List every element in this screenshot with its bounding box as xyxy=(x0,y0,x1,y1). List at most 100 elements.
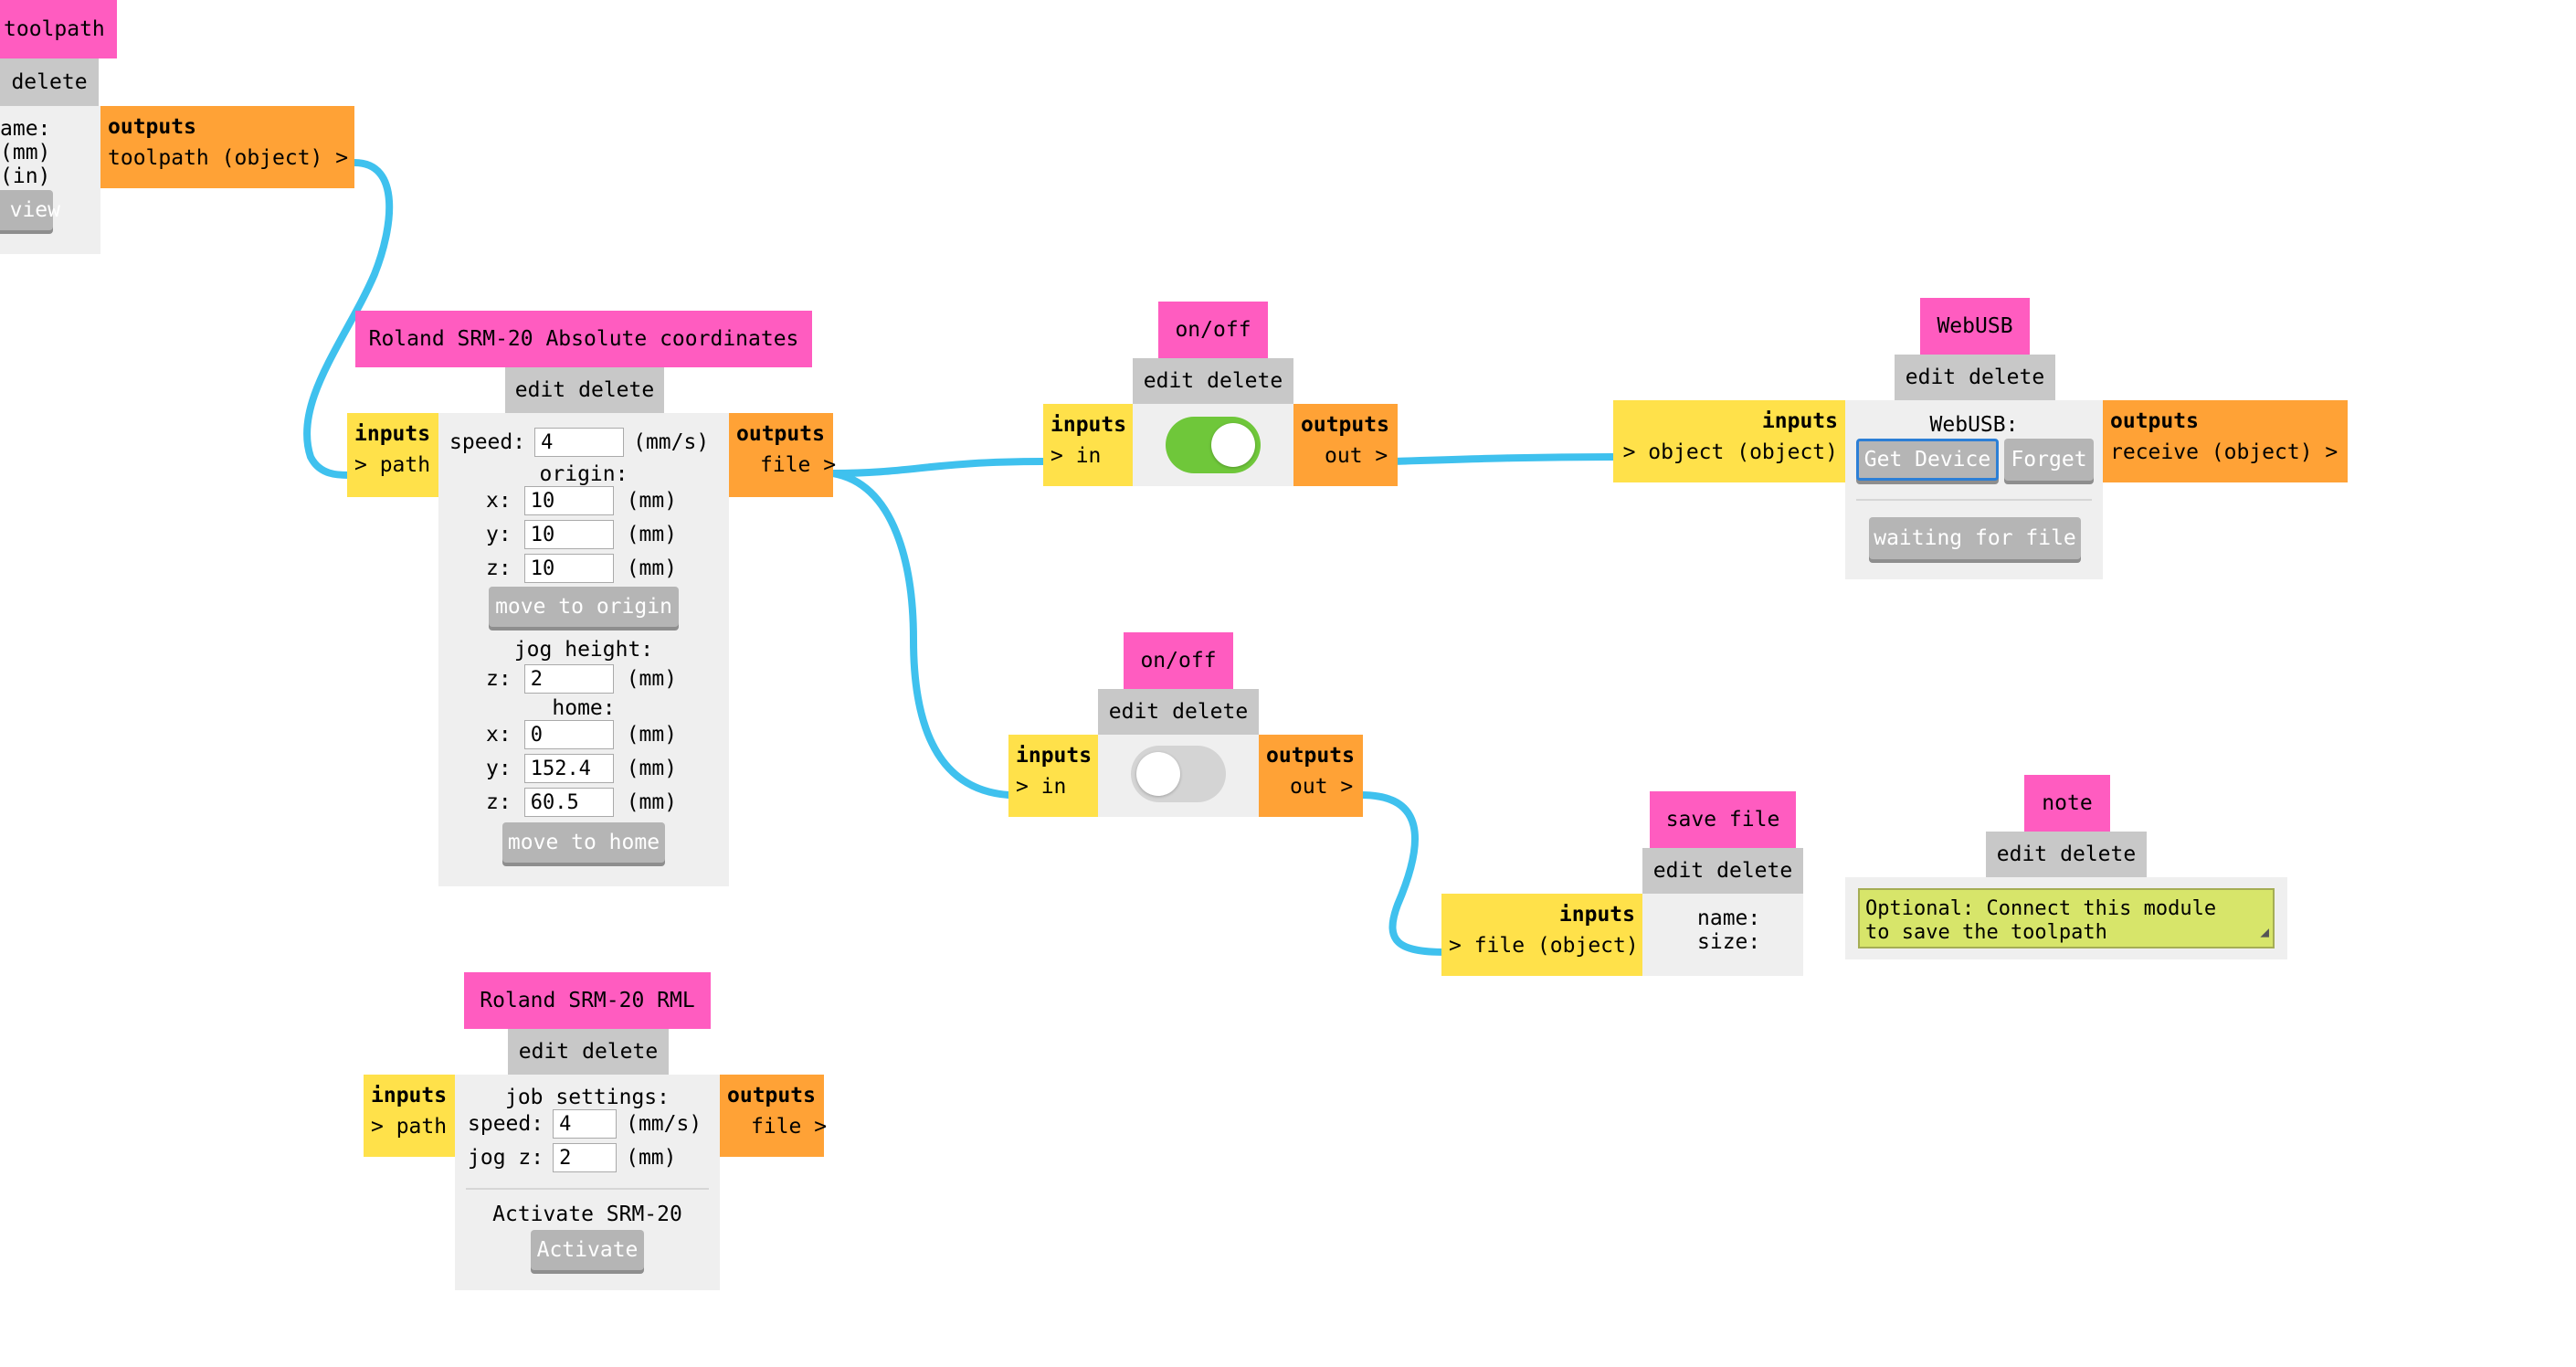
input-port-file[interactable]: > file (object) xyxy=(1449,934,1639,958)
toolpath-title[interactable]: toolpath xyxy=(0,0,117,58)
edit-button[interactable]: edit xyxy=(1996,842,2048,866)
origin-z-input[interactable] xyxy=(523,554,614,583)
home-z-input[interactable] xyxy=(523,788,614,817)
delete-button[interactable]: delete xyxy=(11,70,88,94)
unit-label: (mm) xyxy=(626,489,678,513)
delete-button[interactable]: delete xyxy=(578,378,655,402)
wire-roland-to-onoff1 xyxy=(829,458,1047,477)
unit-label: (mm) xyxy=(626,556,678,580)
module-title[interactable]: WebUSB xyxy=(1920,298,2030,355)
jog-height-label: jog height: xyxy=(513,638,654,662)
edit-button[interactable]: edit xyxy=(1108,700,1160,724)
divider xyxy=(1856,499,2092,501)
module-title[interactable]: on/off xyxy=(1124,632,1233,689)
on-off-toggle[interactable] xyxy=(1166,417,1261,473)
forget-button[interactable]: Forget xyxy=(2004,439,2094,481)
module-title-text: save file xyxy=(1665,808,1780,832)
get-device-button[interactable]: Get Device xyxy=(1856,439,1999,481)
inputs-header: inputs xyxy=(1761,409,1838,433)
delete-button[interactable]: delete xyxy=(2060,842,2137,866)
module-title[interactable]: on/off xyxy=(1158,302,1268,358)
axis-z-label: z: xyxy=(486,790,512,814)
delete-button[interactable]: delete xyxy=(1207,369,1283,393)
outputs-header: outputs xyxy=(108,115,196,139)
move-to-home-button[interactable]: move to home xyxy=(502,822,665,863)
input-port-in[interactable]: > in xyxy=(1050,444,1102,468)
speed-row: speed: (mm/s) xyxy=(449,428,709,457)
edit-button[interactable]: edit xyxy=(514,378,566,402)
module-title-text: WebUSB xyxy=(1937,314,2013,338)
output-port-receive[interactable]: receive (object) > xyxy=(2110,440,2338,464)
module-title[interactable]: save file xyxy=(1650,791,1796,848)
on-off-toggle[interactable] xyxy=(1131,746,1226,802)
unit-label: (mm) xyxy=(626,523,678,546)
module-title-text: Roland SRM-20 Absolute coordinates xyxy=(368,327,799,351)
module-title-text: on/off xyxy=(1140,649,1217,673)
forget-label: Forget xyxy=(2011,448,2087,472)
delete-button[interactable]: delete xyxy=(1172,700,1249,724)
unit-label: (mm) xyxy=(626,790,678,814)
module-controls: edit delete xyxy=(1895,355,2055,400)
output-port-file[interactable]: file > xyxy=(760,453,837,477)
module-outputs: outputs file > xyxy=(729,413,837,497)
home-y-input[interactable] xyxy=(523,754,614,783)
jog-z-input[interactable] xyxy=(553,1143,618,1172)
module-body: job settings: speed: (mm/s) jog z: (mm) … xyxy=(455,1075,720,1290)
module-inputs: inputs > path xyxy=(364,1075,455,1157)
axis-z-label: z: xyxy=(486,556,512,580)
output-port-out[interactable]: out > xyxy=(1290,775,1354,799)
speed-row: speed: (mm/s) xyxy=(468,1109,702,1139)
module-title[interactable]: Roland SRM-20 Absolute coordinates xyxy=(355,311,812,367)
module-title[interactable]: Roland SRM-20 RML xyxy=(464,972,711,1029)
resize-grip-icon[interactable]: ◢ xyxy=(2260,923,2269,940)
edit-button[interactable]: edit xyxy=(1143,369,1195,393)
origin-x-row: x: (mm) xyxy=(486,486,677,515)
view-button-label: view xyxy=(9,198,60,222)
edit-button[interactable]: edit xyxy=(1905,366,1957,389)
origin-y-input[interactable] xyxy=(523,520,614,549)
activate-button[interactable]: Activate xyxy=(531,1230,644,1270)
edit-button[interactable]: edit xyxy=(1652,859,1705,883)
inputs-header: inputs xyxy=(1016,744,1093,768)
output-port-out[interactable]: out > xyxy=(1325,444,1388,468)
home-x-input[interactable] xyxy=(523,720,614,749)
jog-z-input[interactable] xyxy=(523,664,614,694)
input-port-in[interactable]: > in xyxy=(1016,775,1067,799)
module-title[interactable]: note xyxy=(2024,775,2110,832)
view-button[interactable]: view xyxy=(0,190,60,230)
home-x-row: x: (mm) xyxy=(486,720,677,749)
input-port-path[interactable]: > path xyxy=(354,453,431,477)
unit-label: (mm) xyxy=(626,723,678,747)
toolpath-name-label: ame: xyxy=(0,117,51,141)
move-to-origin-button[interactable]: move to origin xyxy=(489,587,679,627)
input-port-object[interactable]: > object (object) xyxy=(1622,440,1838,464)
delete-button[interactable]: delete xyxy=(1969,366,2045,389)
delete-button[interactable]: delete xyxy=(582,1040,659,1064)
module-outputs: outputs receive (object) > xyxy=(2103,400,2348,482)
module-inputs: inputs > file (object) xyxy=(1441,894,1642,976)
delete-button[interactable]: delete xyxy=(1716,859,1793,883)
speed-input[interactable] xyxy=(534,428,625,457)
note-textarea[interactable]: Optional: Connect this module to save th… xyxy=(1858,888,2275,948)
origin-x-input[interactable] xyxy=(523,486,614,515)
waiting-for-file-button[interactable]: waiting for file xyxy=(1869,517,2081,559)
axis-y-label: y: xyxy=(486,757,512,780)
speed-label: speed: xyxy=(449,430,526,454)
output-port-file[interactable]: file > xyxy=(751,1115,828,1139)
toolpath-controls: delete xyxy=(0,58,99,106)
home-z-row: z: (mm) xyxy=(486,788,677,817)
move-to-origin-label: move to origin xyxy=(495,595,672,619)
output-port-toolpath[interactable]: toolpath (object) > xyxy=(108,146,349,170)
module-controls: edit delete xyxy=(505,367,664,413)
module-outputs: outputs out > xyxy=(1293,404,1398,486)
module-controls: edit delete xyxy=(508,1029,669,1075)
input-port-path[interactable]: > path xyxy=(371,1115,448,1139)
edit-button[interactable]: edit xyxy=(518,1040,570,1064)
module-controls: edit delete xyxy=(1986,832,2147,877)
job-settings-label: job settings: xyxy=(504,1086,670,1109)
module-title-text: note xyxy=(2042,791,2093,815)
name-label: name: xyxy=(1697,906,1761,930)
toolpath-title-text: toolpath xyxy=(4,17,105,41)
axis-z-label: z: xyxy=(486,667,512,691)
speed-input[interactable] xyxy=(553,1109,618,1139)
